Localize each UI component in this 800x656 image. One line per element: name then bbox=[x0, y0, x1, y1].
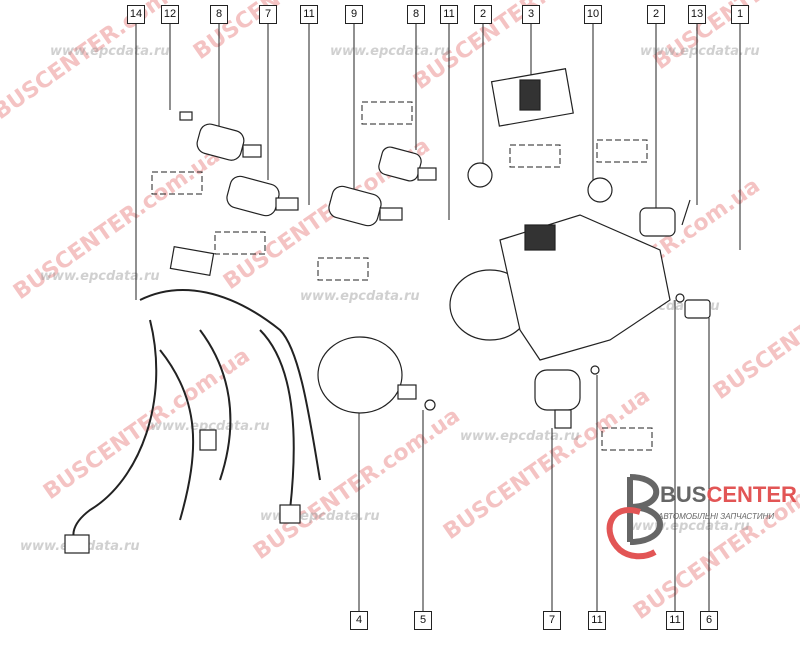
bottom-callout-5: 5 bbox=[414, 611, 432, 630]
watermark-epc: www.epcdata.ru bbox=[300, 289, 420, 304]
fitting-6 bbox=[684, 299, 711, 319]
watermark-epc: www.epcdata.ru bbox=[640, 44, 760, 59]
watermark-epc: www.epcdata.ru bbox=[40, 269, 160, 284]
sensor-2-left bbox=[467, 162, 493, 188]
pressure-accumulator-4 bbox=[317, 336, 403, 414]
solenoid-valve-8-right bbox=[378, 146, 437, 182]
top-callout-7: 7 bbox=[259, 5, 277, 24]
top-callout-13: 13 bbox=[688, 5, 706, 24]
pressure-sensor-10 bbox=[587, 177, 613, 203]
sensor-2-right bbox=[639, 207, 676, 237]
logo-brand-bus: BUS bbox=[660, 482, 707, 507]
parts bbox=[64, 68, 711, 554]
hydraulic-block-1 bbox=[499, 214, 671, 361]
top-callout-8: 8 bbox=[407, 5, 425, 24]
top-callout-1: 1 bbox=[731, 5, 749, 24]
bottom-callout-6: 6 bbox=[700, 611, 718, 630]
top-callout-2: 2 bbox=[474, 5, 492, 24]
top-callout-2: 2 bbox=[647, 5, 665, 24]
bottom-callout-11: 11 bbox=[666, 611, 684, 630]
watermark-epc: www.epcdata.ru bbox=[260, 509, 380, 524]
logo-mark bbox=[606, 474, 663, 560]
top-callout-14: 14 bbox=[127, 5, 145, 24]
harness-connector bbox=[199, 429, 217, 451]
top-callout-12: 12 bbox=[161, 5, 179, 24]
watermark-epc: www.epcdata.ru bbox=[460, 429, 580, 444]
top-callout-11: 11 bbox=[300, 5, 318, 24]
logo-brand-center: CENTER bbox=[706, 482, 797, 507]
watermark-site: BUSCENTER.com.ua bbox=[249, 403, 465, 564]
logo-tagline: АВТОМОБІЛЬНІ ЗАПЧАСТИНИ bbox=[658, 512, 775, 521]
logo-brand: BUSCENTER bbox=[660, 482, 797, 508]
top-callout-10: 10 bbox=[584, 5, 602, 24]
watermark-epc: www.epcdata.ru bbox=[150, 419, 270, 434]
harness-connector bbox=[279, 504, 301, 524]
harness-connector bbox=[64, 534, 90, 554]
top-callout-11: 11 bbox=[440, 5, 458, 24]
wiring-harness bbox=[72, 289, 321, 546]
solenoid-valve-7-right bbox=[534, 369, 581, 429]
top-callout-8: 8 bbox=[210, 5, 228, 24]
top-callout-3: 3 bbox=[522, 5, 540, 24]
buscenter-logo: BUSCENTER АВТОМОБІЛЬНІ ЗАПЧАСТИНИ bbox=[600, 472, 800, 562]
solenoid-valve-7-left bbox=[226, 175, 299, 217]
bottom-callout-4: 4 bbox=[350, 611, 368, 630]
watermark-site: BUSCENTER.com.ua bbox=[709, 243, 800, 404]
leader-lines bbox=[135, 24, 741, 611]
harness-connector bbox=[169, 245, 215, 277]
bottom-callout-7: 7 bbox=[543, 611, 561, 630]
solenoid-valve-8-left bbox=[196, 123, 262, 161]
bottom-callout-11: 11 bbox=[588, 611, 606, 630]
watermark-site: BUSCENTER.com.ua bbox=[649, 0, 800, 75]
solenoid-valve-9 bbox=[328, 185, 403, 227]
top-callout-9: 9 bbox=[345, 5, 363, 24]
watermark-epc: www.epcdata.ru bbox=[50, 44, 170, 59]
watermark-epc: www.epcdata.ru bbox=[330, 44, 450, 59]
